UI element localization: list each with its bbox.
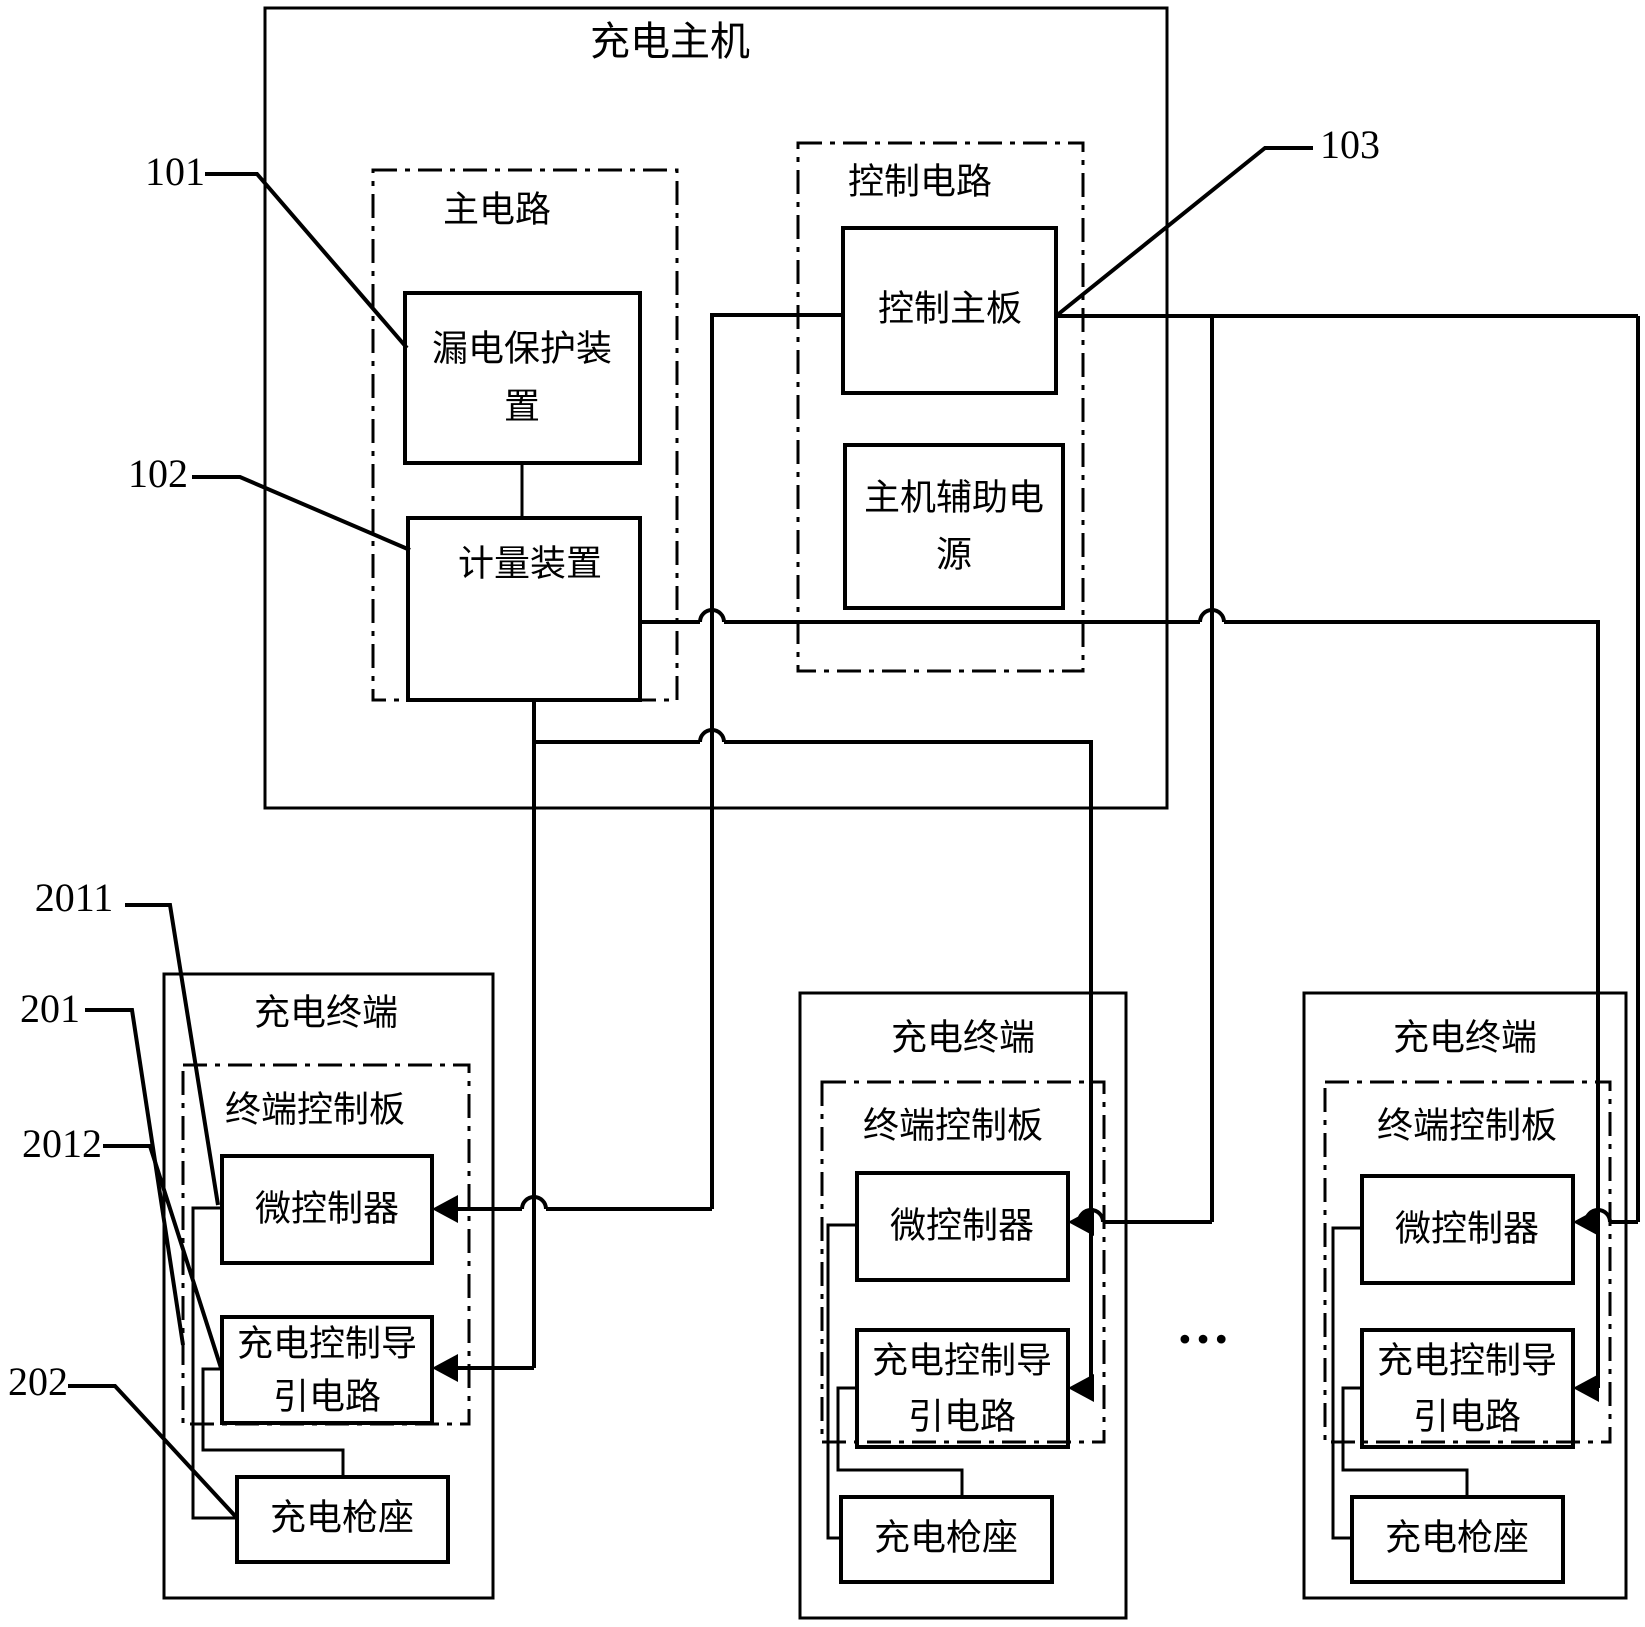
t2-pilot-to-gun-wire bbox=[836, 1386, 964, 1497]
terminal2-pilot-label-line2: 引电路 bbox=[908, 1396, 1016, 1436]
aux-power-label-line1: 主机辅助电 bbox=[864, 477, 1044, 517]
terminal1-mcu-label: 微控制器 bbox=[255, 1188, 399, 1228]
wire-hop bbox=[1198, 608, 1226, 623]
control-board-label: 控制主板 bbox=[878, 288, 1022, 328]
terminal2-pilot-label-line1: 充电控制导 bbox=[872, 1340, 1052, 1380]
ref-2011: 2011 bbox=[35, 875, 114, 920]
t3-mcu-to-gun-wire bbox=[1331, 1226, 1362, 1540]
terminal3-pilot-label-line1: 充电控制导 bbox=[1377, 1340, 1557, 1380]
ref-201-leader bbox=[85, 1008, 185, 1346]
wire-hop bbox=[698, 608, 726, 623]
arrowhead-t3-pilot bbox=[1573, 1374, 1599, 1402]
board-left-stub-down bbox=[710, 313, 843, 1209]
ref-103: 103 bbox=[1320, 122, 1380, 167]
terminal1-title: 充电终端 bbox=[254, 992, 398, 1032]
ref-101: 101 bbox=[145, 149, 205, 194]
ref-201: 201 bbox=[20, 986, 80, 1031]
arrowhead-t3-mcu bbox=[1573, 1208, 1599, 1236]
terminal1-ctrlboard-label: 终端控制板 bbox=[225, 1089, 405, 1129]
terminal3-ctrlboard-label: 终端控制板 bbox=[1377, 1105, 1557, 1145]
ref-202: 202 bbox=[8, 1359, 68, 1404]
t2-mcu-to-gun-wire bbox=[826, 1223, 857, 1540]
terminal3-box bbox=[1302, 991, 1628, 1600]
metering-device-box bbox=[406, 516, 642, 702]
terminal2-box bbox=[798, 991, 1128, 1620]
terminal2-ctrlboard-dashed-box bbox=[820, 1080, 1106, 1444]
terminal2-title: 充电终端 bbox=[891, 1017, 1035, 1057]
terminal3-gun-label: 充电枪座 bbox=[1385, 1517, 1529, 1557]
terminal3-title: 充电终端 bbox=[1393, 1017, 1537, 1057]
terminal1-box bbox=[162, 972, 495, 1600]
terminal3-ctrlboard-dashed-box bbox=[1323, 1080, 1612, 1444]
aux-power-label-line2: 源 bbox=[936, 534, 972, 574]
control-board-box bbox=[841, 226, 1058, 395]
main-circuit-label: 主电路 bbox=[443, 189, 551, 229]
ref-102-leader bbox=[192, 475, 411, 552]
ref-2011-leader bbox=[125, 903, 220, 1206]
leakage-protection-box bbox=[403, 291, 642, 465]
wire-hop bbox=[698, 728, 726, 743]
terminal1-pilot-label-line1: 充电控制导 bbox=[237, 1323, 417, 1363]
terminal2-ctrlboard-label: 终端控制板 bbox=[863, 1105, 1043, 1145]
arrowhead-t2-mcu bbox=[1068, 1208, 1094, 1236]
terminal1-gun-label: 充电枪座 bbox=[270, 1497, 414, 1537]
t1-pilot-to-gun-wire bbox=[201, 1367, 345, 1477]
arrowhead-t2-pilot bbox=[1068, 1374, 1094, 1402]
t1-mcu-to-gun-wire bbox=[191, 1206, 237, 1520]
ref-103-leader bbox=[1054, 146, 1313, 318]
terminal2-gun-label: 充电枪座 bbox=[874, 1517, 1018, 1557]
terminal2-mcu-label: 微控制器 bbox=[890, 1205, 1034, 1245]
meter-right-bus-c bbox=[1224, 620, 1600, 1388]
metering-device-label: 计量装置 bbox=[458, 543, 602, 583]
terminal3-mcu-label: 微控制器 bbox=[1395, 1208, 1539, 1248]
aux-power-box bbox=[843, 443, 1065, 610]
control-circuit-dashed-box bbox=[796, 141, 1085, 673]
leakage-protection-label-line2: 置 bbox=[504, 386, 540, 426]
terminal1-pilot-label-line2: 引电路 bbox=[273, 1376, 381, 1416]
charging-host-title: 充电主机 bbox=[590, 19, 750, 64]
ref-2012: 2012 bbox=[22, 1121, 102, 1166]
control-circuit-label: 控制电路 bbox=[848, 161, 992, 201]
terminal3-pilot-label-line2: 引电路 bbox=[1413, 1396, 1521, 1436]
main-circuit-dashed-box bbox=[371, 168, 679, 702]
ref-2012-leader bbox=[103, 1144, 223, 1369]
arrowhead-t1-mcu bbox=[432, 1195, 458, 1223]
leakage-protection-label-line1: 漏电保护装 bbox=[432, 328, 612, 368]
ref-202-leader bbox=[68, 1384, 239, 1520]
ref-101-leader bbox=[205, 172, 409, 350]
ref-102: 102 bbox=[128, 451, 188, 496]
wire-hop bbox=[520, 1195, 548, 1210]
meter-branch-bus-b bbox=[724, 740, 1093, 1388]
charging-host-box bbox=[263, 6, 1169, 810]
t3-pilot-to-gun-wire bbox=[1341, 1386, 1469, 1497]
more-terminals-ellipsis: … bbox=[1176, 1294, 1230, 1354]
arrowhead-t1-pilot bbox=[432, 1354, 458, 1382]
